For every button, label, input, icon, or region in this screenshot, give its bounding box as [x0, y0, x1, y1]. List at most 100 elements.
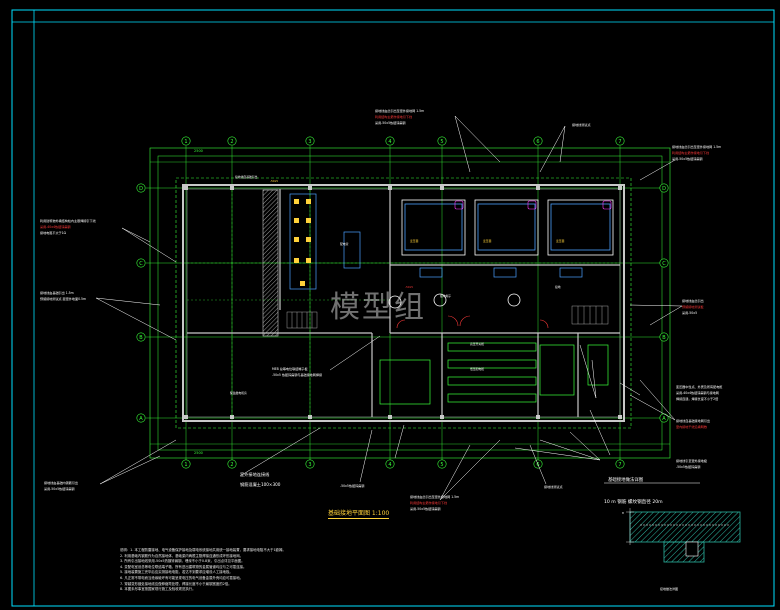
dimension-outline-inner — [157, 155, 663, 451]
general-notes: 说明：1. 本工程防雷接地、电气设备保护接地及弱电系统接地共用统一接地装置，要求… — [120, 548, 310, 593]
room-label: 低压配电柜 — [470, 367, 484, 371]
interior-walls — [187, 189, 620, 417]
building-inner-wall — [186, 188, 621, 418]
note-line: 4. 变配电室设总等电位联结端子箱，所有进出建筑物的金属管道均应与之可靠连接。 — [120, 564, 247, 569]
grid-label: 2 — [230, 139, 233, 145]
earthing-electrodes — [388, 293, 521, 309]
detail-dim-label: n — [622, 511, 624, 515]
svg-text:采用-50x5热镀锌扁钢: 采用-50x5热镀锌扁钢 — [410, 506, 441, 511]
grid-label: 6 — [536, 139, 539, 145]
grid-labels-top: 1 2 3 4 5 6 7 — [184, 139, 621, 145]
grid-label: D — [662, 186, 666, 192]
grid-label: 7 — [618, 462, 621, 468]
grid-label: A — [662, 416, 666, 422]
detail-subtitle: 10 m 钢筋 螺纹钢直径 20m — [604, 498, 663, 505]
svg-text:采用-50x5热镀锌扁钢: 采用-50x5热镀锌扁钢 — [375, 120, 406, 125]
callout-right-ground: 接地线自基础接地网引出 — [676, 418, 710, 423]
grid-label: A — [139, 416, 143, 422]
cabinet-outlines — [289, 193, 583, 290]
svg-text:预留接地测试板: 预留接地测试板 — [682, 304, 704, 309]
callout-right-mid: 接地线由此引出 — [682, 298, 704, 303]
grid-label: D — [139, 186, 143, 192]
note-line: 5. 接地装置施工完毕后应实测接地电阻，若达不到要求应增设人工接地极。 — [120, 570, 233, 575]
svg-text:采用-50x5: 采用-50x5 — [682, 310, 697, 315]
grid-label: 1 — [184, 139, 187, 145]
callout-bottom-center: 接地线由此引出至室外接地网 1.5m — [410, 494, 459, 499]
svg-text:室内接地干线沿墙明敷: 室内接地干线沿墙明敷 — [676, 424, 707, 429]
room-labels: 接地线自基础引出 -50x5 配电室 接地端子 高压开关柜 低压配电柜 柴油发电… — [230, 175, 565, 395]
room-label: 接地端子 — [440, 294, 451, 298]
callout-texts: 接地线由此引出至室外接地网 1.5m 利用结构主筋作接地引下线 采用-50x5热… — [40, 108, 722, 511]
svg-text:利用结构主筋作接地引下线: 利用结构主筋作接地引下线 — [672, 150, 709, 155]
dimension-text-top: 2500 — [194, 149, 203, 153]
dimension-text-bottom: 2500 — [194, 451, 203, 455]
switchgear-row — [379, 342, 609, 405]
callout-bottom-beam-size: 钢筋混凝土100×300 — [240, 481, 281, 488]
note-line: 2. 利用基础内钢筋作为自然接地体，基础梁内两根主筋焊接连通形成环形接地网。 — [120, 553, 243, 558]
stair-left — [286, 311, 318, 329]
note-line: 7. 穿越变形缝处接地线应做伸缩弯处理，焊接长度不小于扁钢宽度的2倍。 — [120, 581, 232, 586]
callout-right-lower: 变压器中性点、外壳及所有配电柜 — [676, 384, 722, 389]
note-line: 8. 本图未尽事宜按国家现行施工及验收规范执行。 — [120, 587, 196, 592]
detail-section — [626, 508, 741, 563]
detail-caption: 接地做法详图 — [660, 586, 678, 591]
callout-bottom-beam: 室外接地连接线 — [240, 471, 270, 478]
grid-label: 2 — [230, 462, 233, 468]
meb-label: MEB 总等电位联结端子板 — [272, 366, 308, 371]
dimension-outline-outer — [149, 147, 671, 459]
grid-bubbles-sides — [136, 183, 669, 423]
grid-label: C — [139, 261, 143, 267]
room-label: 变压器 — [556, 239, 565, 243]
room-label: -50x5 — [270, 179, 278, 183]
room-label: 变压器 — [483, 239, 492, 243]
callout-leaders — [95, 115, 683, 501]
grid-axes-vertical — [185, 146, 621, 460]
grid-label: 4 — [388, 139, 391, 145]
callout-left-bottom: 接地线由基础内钢筋引出 — [44, 480, 78, 485]
equipment-markers — [294, 199, 311, 286]
svg-text:采用-40x4热镀锌扁钢与接地网: 采用-40x4热镀锌扁钢与接地网 — [676, 390, 719, 395]
grid-label: 3 — [308, 462, 311, 468]
grid-label: 5 — [440, 139, 443, 145]
svg-text:预留接地测试点 距室外地面0.5m: 预留接地测试点 距室外地面0.5m — [40, 296, 86, 301]
door-swings — [396, 315, 549, 329]
grid-label: 1 — [184, 462, 187, 468]
svg-text:采用-40x4热镀锌扁钢: 采用-40x4热镀锌扁钢 — [40, 224, 71, 229]
note-line: 说明：1. 本工程防雷接地、电气设备保护接地及弱电系统接地共用统一接地装置，要求… — [120, 548, 286, 552]
transformer-units — [404, 203, 611, 251]
grid-label: 4 — [388, 462, 391, 468]
callout-right-bottom: 接地线引至室外接地极 — [676, 458, 707, 463]
room-label: 变压器 — [410, 239, 419, 243]
grid-label: B — [139, 335, 143, 341]
structural-columns — [184, 186, 622, 419]
room-label: 高压开关柜 — [470, 342, 484, 346]
plan-title: 基础接地平面图 1:100 — [328, 510, 390, 519]
svg-text:-50x5 热镀锌扁钢与基础接地网焊接: -50x5 热镀锌扁钢与基础接地网焊接 — [272, 372, 322, 377]
note-line: 3. 所有引出接地线采用-50x5热镀锌扁钢，埋深不小于0.8米，引出点详见平面… — [120, 559, 245, 564]
grounding-ring-conductor — [175, 177, 632, 429]
grid-bubbles-bottom — [181, 459, 625, 469]
grid-axes-horizontal — [146, 187, 660, 419]
callout-bottom-right: 接地线测试点 — [544, 484, 563, 489]
room-label: 柴油发电机房 — [230, 391, 247, 395]
callout-bottom-ring: -50x5热镀锌扁钢 — [340, 483, 364, 488]
svg-text:利用结构主筋作接地引下线: 利用结构主筋作接地引下线 — [375, 114, 412, 119]
grid-labels-bottom: 1 2 3 4 5 6 7 — [184, 462, 621, 468]
room-label: 接地 — [555, 285, 561, 289]
svg-text:焊接连通，焊接长度不小于2倍: 焊接连通，焊接长度不小于2倍 — [676, 396, 718, 401]
grid-label: 5 — [440, 462, 443, 468]
callout-top-center: 接地线由此引出至室外接地网 1.5m — [375, 108, 424, 113]
svg-text:采用-50x5热镀锌扁钢: 采用-50x5热镀锌扁钢 — [672, 156, 703, 161]
svg-text:采用-50x5热镀锌扁钢: 采用-50x5热镀锌扁钢 — [44, 486, 75, 491]
callout-left-top: 利用建筑物外墙结构柱内主筋焊接引下线 — [40, 218, 96, 223]
detail-title: 基础接地做法详图 — [608, 476, 644, 483]
grid-label: C — [662, 261, 666, 267]
room-label: 接地线自基础引出 — [235, 175, 258, 179]
room-label: 配电室 — [340, 242, 349, 246]
grid-label: B — [662, 335, 666, 341]
note-line: 6. 凡正常不带电而当绝缘破坏有可能呈现电压的电气设备金属外壳均应可靠接地。 — [120, 575, 243, 580]
callout-top-right: 接地线测试点 — [572, 122, 591, 127]
svg-text:-50x5热镀锌扁钢: -50x5热镀锌扁钢 — [676, 464, 700, 469]
grid-label: 3 — [308, 139, 311, 145]
